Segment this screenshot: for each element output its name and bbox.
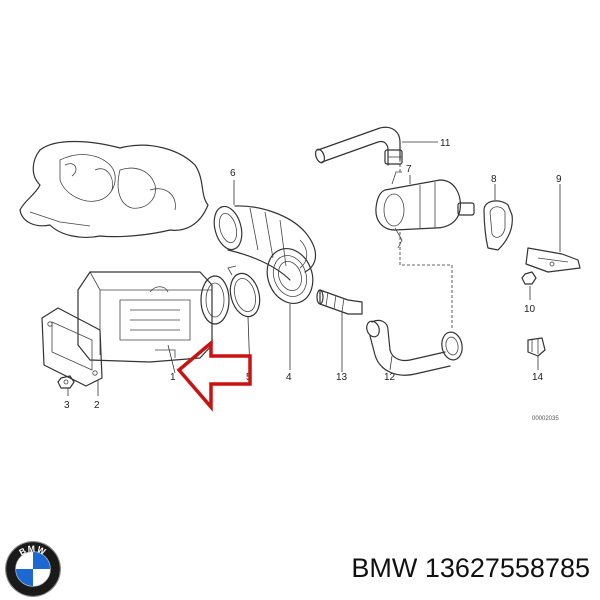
callout-6: 6: [230, 168, 236, 179]
callout-2: 2: [94, 400, 100, 411]
vent-hose: [314, 126, 403, 166]
intake-boot: [213, 205, 317, 281]
small-nut: [521, 271, 537, 285]
idle-hose: [366, 319, 463, 376]
hose-clamp: [227, 265, 261, 318]
flange-gasket: [41, 307, 103, 387]
callout-14: 14: [532, 372, 544, 383]
logo-letters: BMW: [17, 543, 47, 557]
mounting-bracket: [525, 247, 581, 273]
dashed-connection: [399, 232, 453, 330]
callout-8: 8: [491, 174, 497, 185]
callout-9: 9: [556, 174, 562, 185]
air-flow-meter: [77, 271, 230, 363]
idle-control-valve: [375, 171, 475, 249]
callout-11: 11: [440, 138, 451, 149]
drawing-code: 00002035: [532, 416, 559, 422]
callout-4: 4: [286, 372, 292, 383]
bmw-logo: BMW: [5, 541, 61, 597]
valve-bracket: [483, 200, 513, 251]
intake-manifold: [19, 140, 209, 238]
svg-text:BMW: BMW: [17, 543, 48, 557]
ribbed-connector: [316, 289, 363, 315]
callout-3: 3: [64, 400, 70, 411]
callout-7: 7: [406, 164, 412, 175]
part-number-caption: BMW 13627558785: [351, 553, 590, 583]
highlight-arrow: [176, 339, 252, 412]
intake-clamp-ring: [266, 248, 314, 304]
clip: [527, 337, 546, 357]
nut: [57, 375, 75, 389]
leader-lines: [67, 141, 561, 396]
callout-10: 10: [524, 304, 536, 315]
callout-12: 12: [384, 372, 396, 383]
callout-13: 13: [336, 372, 348, 383]
callout-1: 1: [170, 372, 176, 383]
